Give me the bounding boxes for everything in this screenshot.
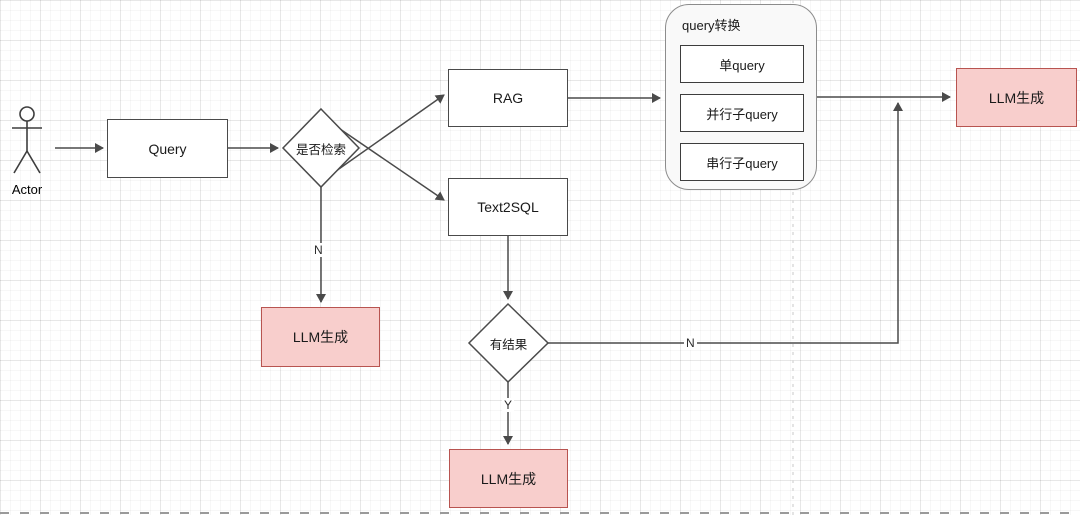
decision-retrieval-shape[interactable] [281,107,361,189]
node-query-label: Query [148,140,187,157]
node-single-query-label: 单query [719,57,765,73]
node-llm-generate-top-label: LLM生成 [988,89,1045,106]
actor-label: Actor [11,182,43,197]
node-single-query[interactable]: 单query [680,45,804,83]
actor-icon[interactable] [12,106,42,174]
node-rag-label: RAG [492,90,524,106]
edge-hasresult-no-to-llm [548,102,903,344]
node-text2sql-label: Text2SQL [477,199,539,215]
edge-decision-to-text2sql [339,128,445,201]
node-llm-generate-bottom[interactable]: LLM生成 [449,449,568,508]
group-query-transform[interactable]: query转换 单query 并行子query 串行子query [665,4,817,190]
node-serial-subquery[interactable]: 串行子query [680,143,804,181]
edge-label-has-result-no: N [684,336,697,350]
node-llm-generate-left[interactable]: LLM生成 [261,307,380,367]
group-query-transform-title: query转换 [682,18,741,33]
node-parallel-subquery[interactable]: 并行子query [680,94,804,132]
node-llm-generate-top[interactable]: LLM生成 [956,68,1077,127]
node-rag[interactable]: RAG [448,69,568,127]
node-query[interactable]: Query [107,119,228,178]
edge-decision-to-rag [335,94,445,172]
node-text2sql[interactable]: Text2SQL [448,178,568,236]
edge-label-has-result-yes: Y [502,398,515,412]
decision-has-result-shape[interactable] [467,302,550,384]
node-parallel-subquery-label: 并行子query [706,106,778,122]
node-llm-generate-left-label: LLM生成 [292,329,349,345]
node-llm-generate-bottom-label: LLM生成 [480,470,537,487]
node-serial-subquery-label: 串行子query [706,155,778,171]
edge-label-no-retrieval: N [312,243,325,257]
